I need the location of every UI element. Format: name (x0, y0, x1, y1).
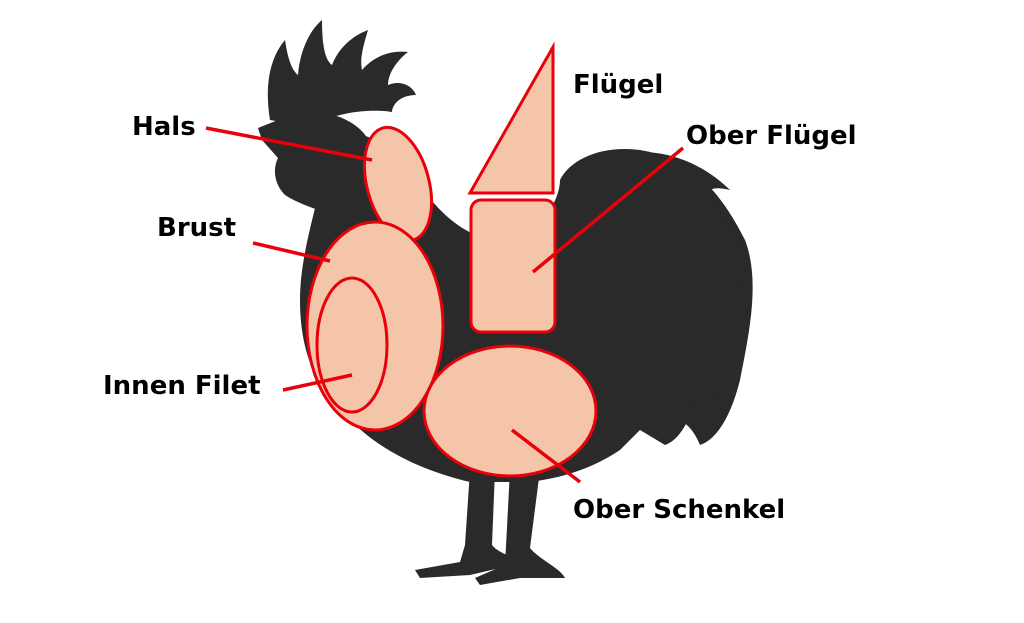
part-innen-filet[interactable] (315, 276, 389, 414)
leader-ober-schenkel (510, 428, 582, 484)
label-fluegel: Flügel (573, 70, 663, 100)
part-fluegel[interactable] (467, 41, 555, 195)
label-hals: Hals (132, 112, 196, 142)
tail (600, 151, 749, 445)
comb (267, 20, 416, 125)
part-ober-fluegel[interactable] (469, 198, 557, 334)
label-ober-fluegel: Ober Flügel (686, 121, 857, 151)
label-brust: Brust (157, 213, 236, 243)
leader-hals (205, 126, 373, 162)
leader-lines (205, 126, 685, 484)
leader-ober-fluegel (531, 146, 685, 274)
label-ober-schenkel: Ober Schenkel (573, 495, 785, 525)
right-leg (475, 470, 565, 585)
left-leg (415, 470, 545, 578)
leader-innen-filet (282, 373, 353, 392)
leader-brust (252, 241, 331, 263)
labels: Hals Brust Innen Filet Flügel Ober Flüge… (103, 70, 857, 525)
part-ober-schenkel[interactable] (422, 344, 598, 478)
label-innen-filet: Innen Filet (103, 371, 261, 401)
